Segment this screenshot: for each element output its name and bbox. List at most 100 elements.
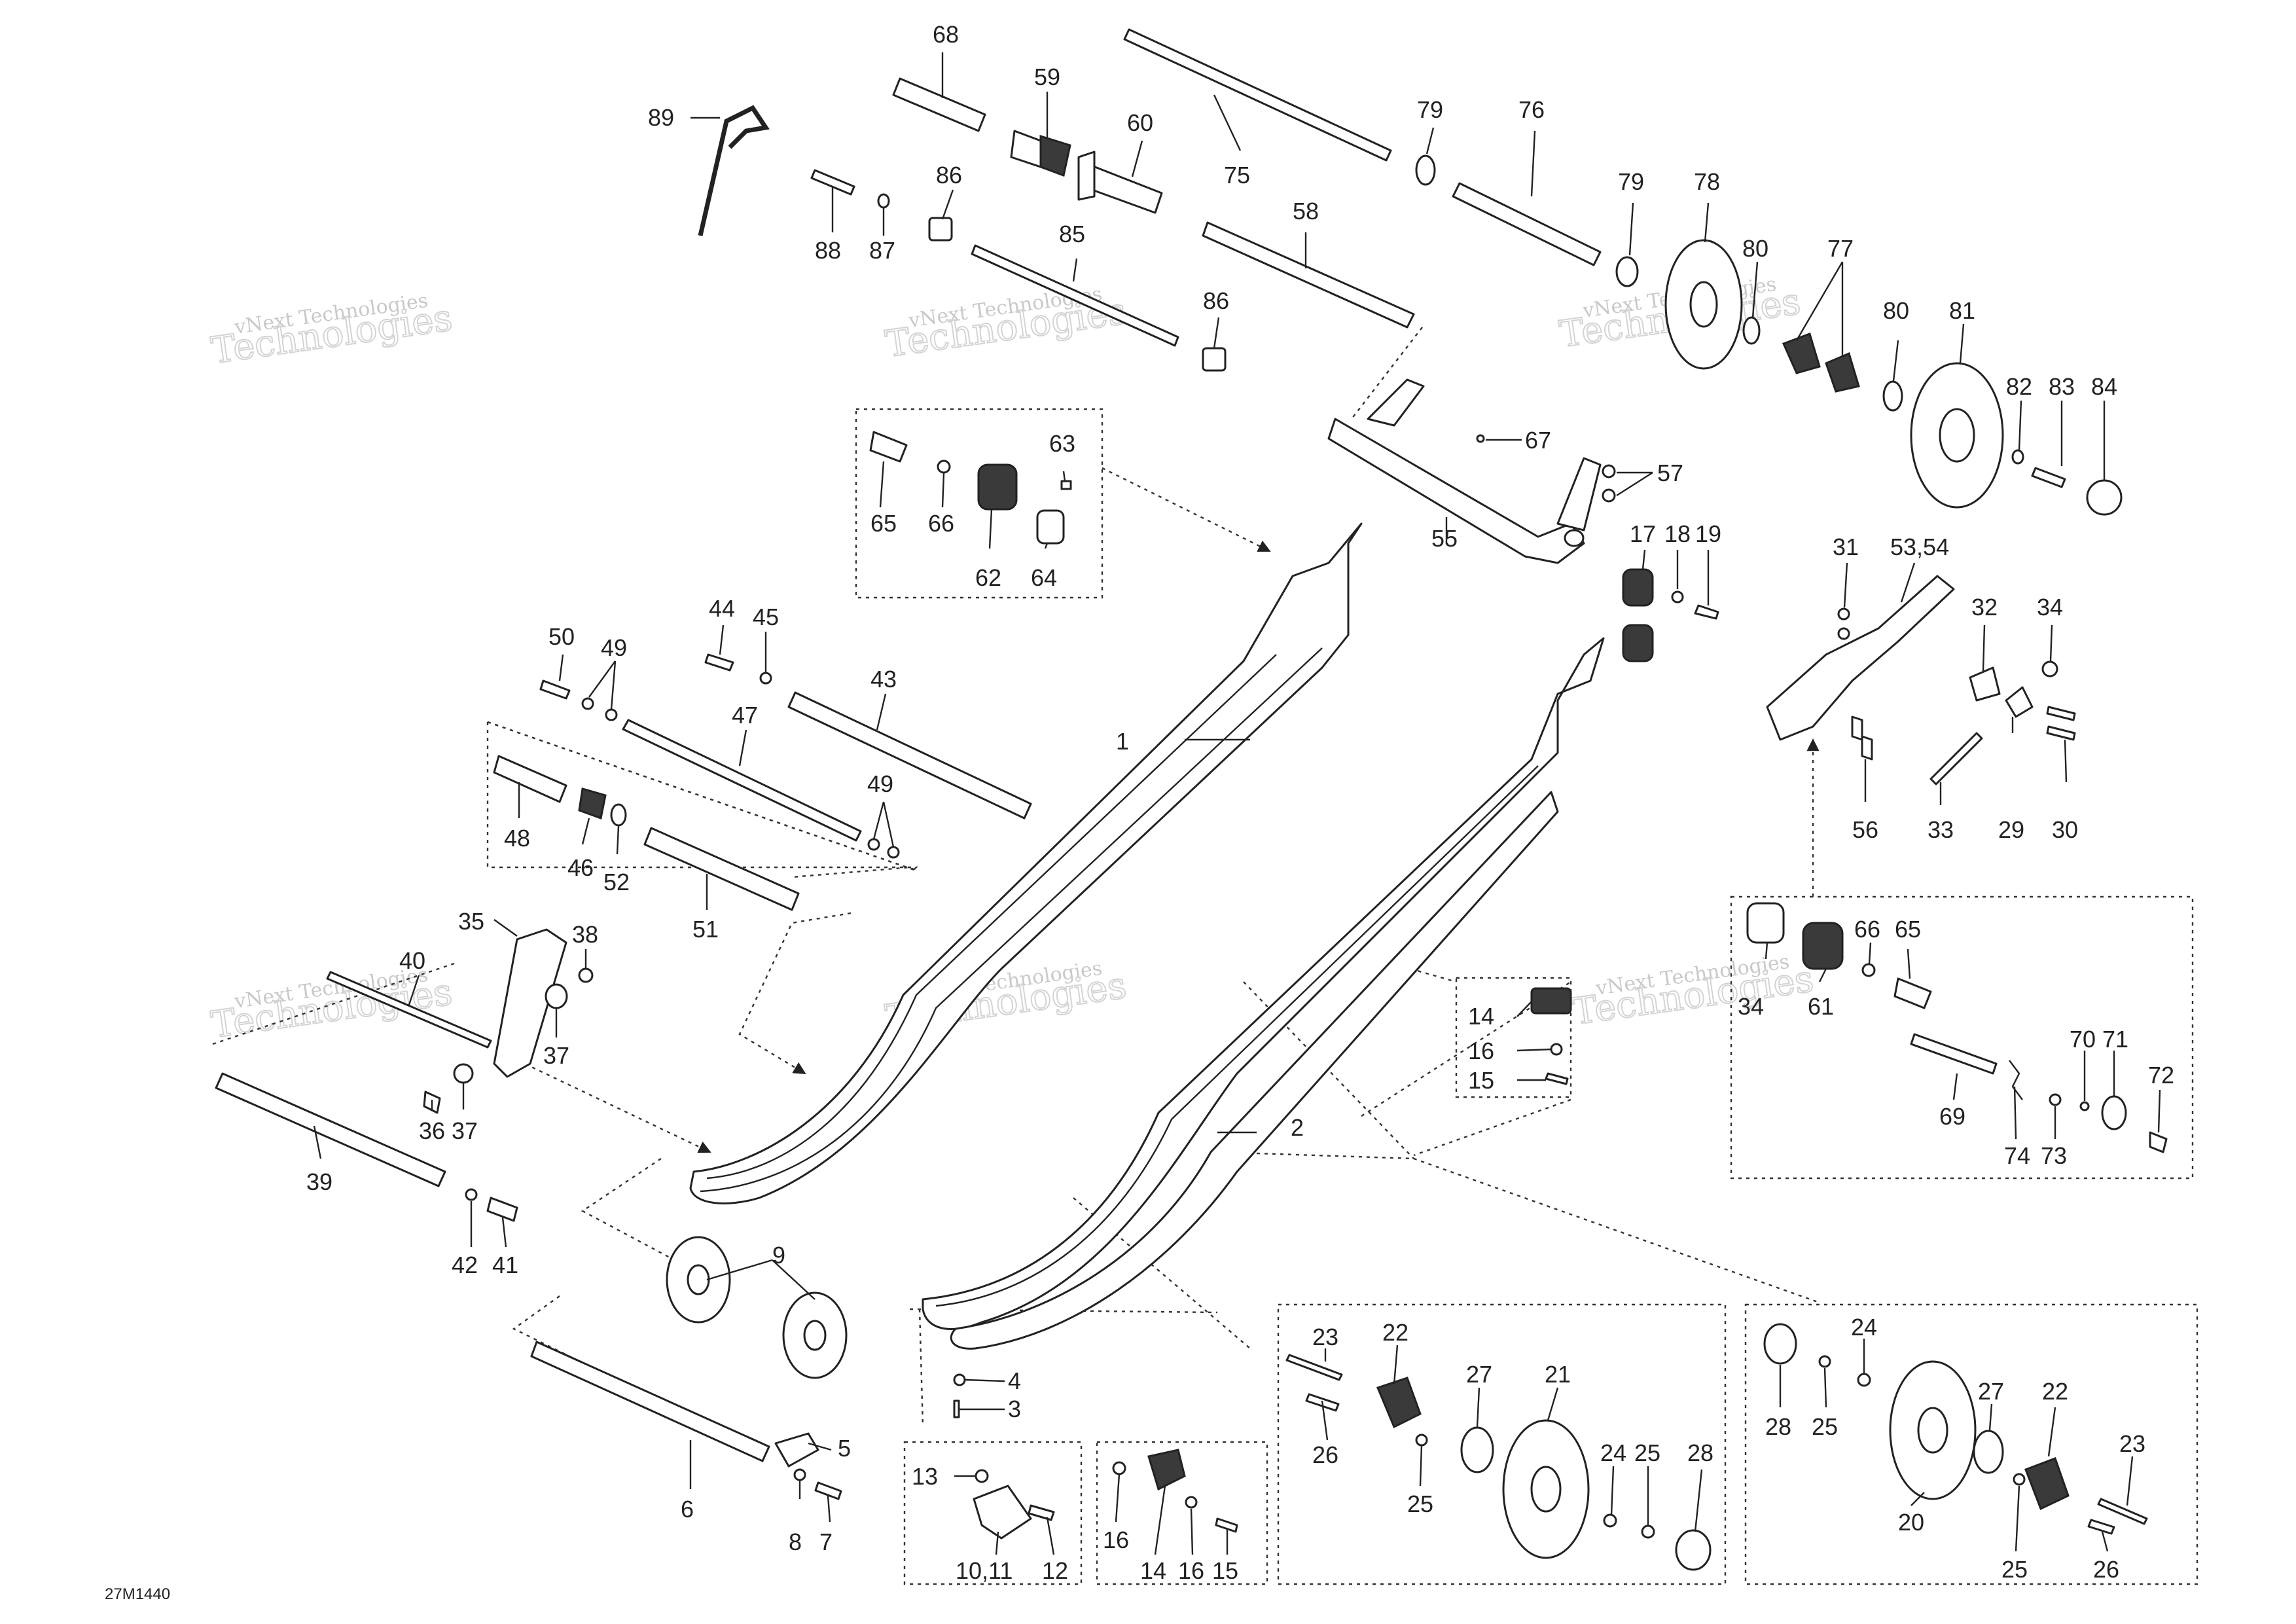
leader-lines [313,52,2161,1555]
part-25-nut-a [1415,1434,1428,1447]
part-27-bearing-a [1460,1426,1494,1473]
callout-34b: 34 [1738,993,1764,1020]
callout-20: 20 [1898,1509,1924,1536]
part-32-clip [1969,666,2001,702]
callout-53-54: 53,54 [1890,533,1949,560]
part-49-washer-b [605,708,618,721]
part-14-slider-b [1147,1449,1186,1491]
part-29-clip [2005,686,2034,718]
box-idler-wheel-left [1277,1303,1727,1585]
callout-21: 21 [1545,1361,1571,1388]
left-parts [215,653,1032,1500]
reference-code: 27M1440 [105,1585,170,1603]
guide-9 [581,1158,681,1265]
callout-26b: 26 [2093,1556,2119,1583]
callout-35: 35 [458,908,484,935]
callout-51: 51 [692,916,719,943]
callout-65a: 65 [870,510,897,537]
part-17-block-b [1622,624,1654,662]
part-74-spring [2009,1060,2023,1100]
callout-55: 55 [1431,525,1458,552]
callout-31: 31 [1833,533,1859,560]
callout-13: 13 [912,1463,938,1490]
part-69-shaft [1910,1033,1998,1075]
part-66-washer-b [1861,963,1876,977]
part-56-bolt-b [1861,735,1873,761]
part-24-nut-a [1603,1513,1617,1528]
callout-23b: 23 [2119,1430,2145,1457]
callout-30: 30 [2052,816,2078,843]
guide-box-47 [486,722,918,871]
callout-16a: 16 [1468,1038,1494,1064]
part-15-screw-b [1215,1517,1238,1533]
part-16-washer-c [1185,1496,1198,1509]
callout-25d: 25 [2001,1556,2028,1583]
part-41-bolt [486,1197,518,1222]
part-23-bolt-a [1285,1354,1343,1381]
callout-80b: 80 [1883,297,1909,324]
part-5-bracket [774,1432,819,1468]
callout-33: 33 [1928,816,1954,843]
callout-46: 46 [567,854,594,881]
callout-43: 43 [870,666,897,693]
part-19-screw [1694,604,1719,620]
part-76-shaft [1452,182,1602,266]
left-rail-1 [689,522,1363,1204]
part-56-bolt-a [1851,715,1863,741]
part-85-rod [971,244,1179,347]
part-52-ring [610,803,627,827]
part-12-bolt [1028,1504,1055,1521]
group-boxes [212,327,2198,1585]
callout-10-11: 10,11 [956,1557,1013,1584]
part-44-bolt [704,653,734,672]
right-rail-2 [922,637,1605,1350]
callout-28a: 28 [1687,1439,1713,1466]
part-38-nut [578,967,594,983]
callout-60: 60 [1127,109,1153,136]
callout-40: 40 [399,947,425,974]
callout-79b: 79 [1618,168,1644,195]
callout-27a: 27 [1466,1361,1492,1388]
guide-35 [503,1053,711,1153]
callout-72: 72 [2148,1062,2174,1089]
part-18-washer [1671,590,1684,604]
part-20-hub [1917,1407,1948,1454]
part-14-slider-a [1530,987,1572,1015]
part-62-pulley-block [977,463,1018,511]
rail-2-inner-edge [935,765,1539,1307]
part-31-nut-b [1837,627,1850,640]
part-59-flange [1039,134,1071,177]
callout-17: 17 [1630,520,1656,547]
callout-75: 75 [1224,162,1250,189]
part-9-wheel-b-hub [803,1320,827,1351]
part-50-bolt [539,679,571,700]
part-72-cap-bolt [2149,1131,2168,1153]
part-21-hub [1530,1466,1562,1513]
part-39-tube [215,1072,446,1187]
callout-64: 64 [1031,564,1057,591]
part-23-bolt-b [2097,1498,2148,1525]
top-parts [698,28,2123,516]
part-84-cap [2086,479,2123,516]
part-22-axle-b [2024,1457,2070,1511]
callout-56: 56 [1852,816,1878,843]
callout-18: 18 [1664,520,1691,547]
callout-16c: 16 [1178,1557,1204,1584]
callout-63: 63 [1049,430,1075,457]
callout-78: 78 [1694,168,1720,195]
part-15-screw-a [1545,1072,1569,1085]
part-40-shaft [326,971,492,1049]
callout-48: 48 [504,825,530,852]
part-87-washer [877,193,890,209]
callout-24a: 24 [1600,1439,1626,1466]
callout-15b: 15 [1212,1557,1238,1584]
part-75-shaft [1123,28,1392,162]
part-49-washer-a [581,697,594,710]
callout-labels: 68 59 60 75 89 88 87 86 85 58 86 79 76 7… [306,21,2174,1584]
part-67-fitting [1476,434,1485,443]
guide-14 [1410,967,1457,983]
part-64-bushing-b [1746,902,1785,944]
callout-81: 81 [1949,297,1975,324]
part-57-nut-b [1602,488,1616,503]
